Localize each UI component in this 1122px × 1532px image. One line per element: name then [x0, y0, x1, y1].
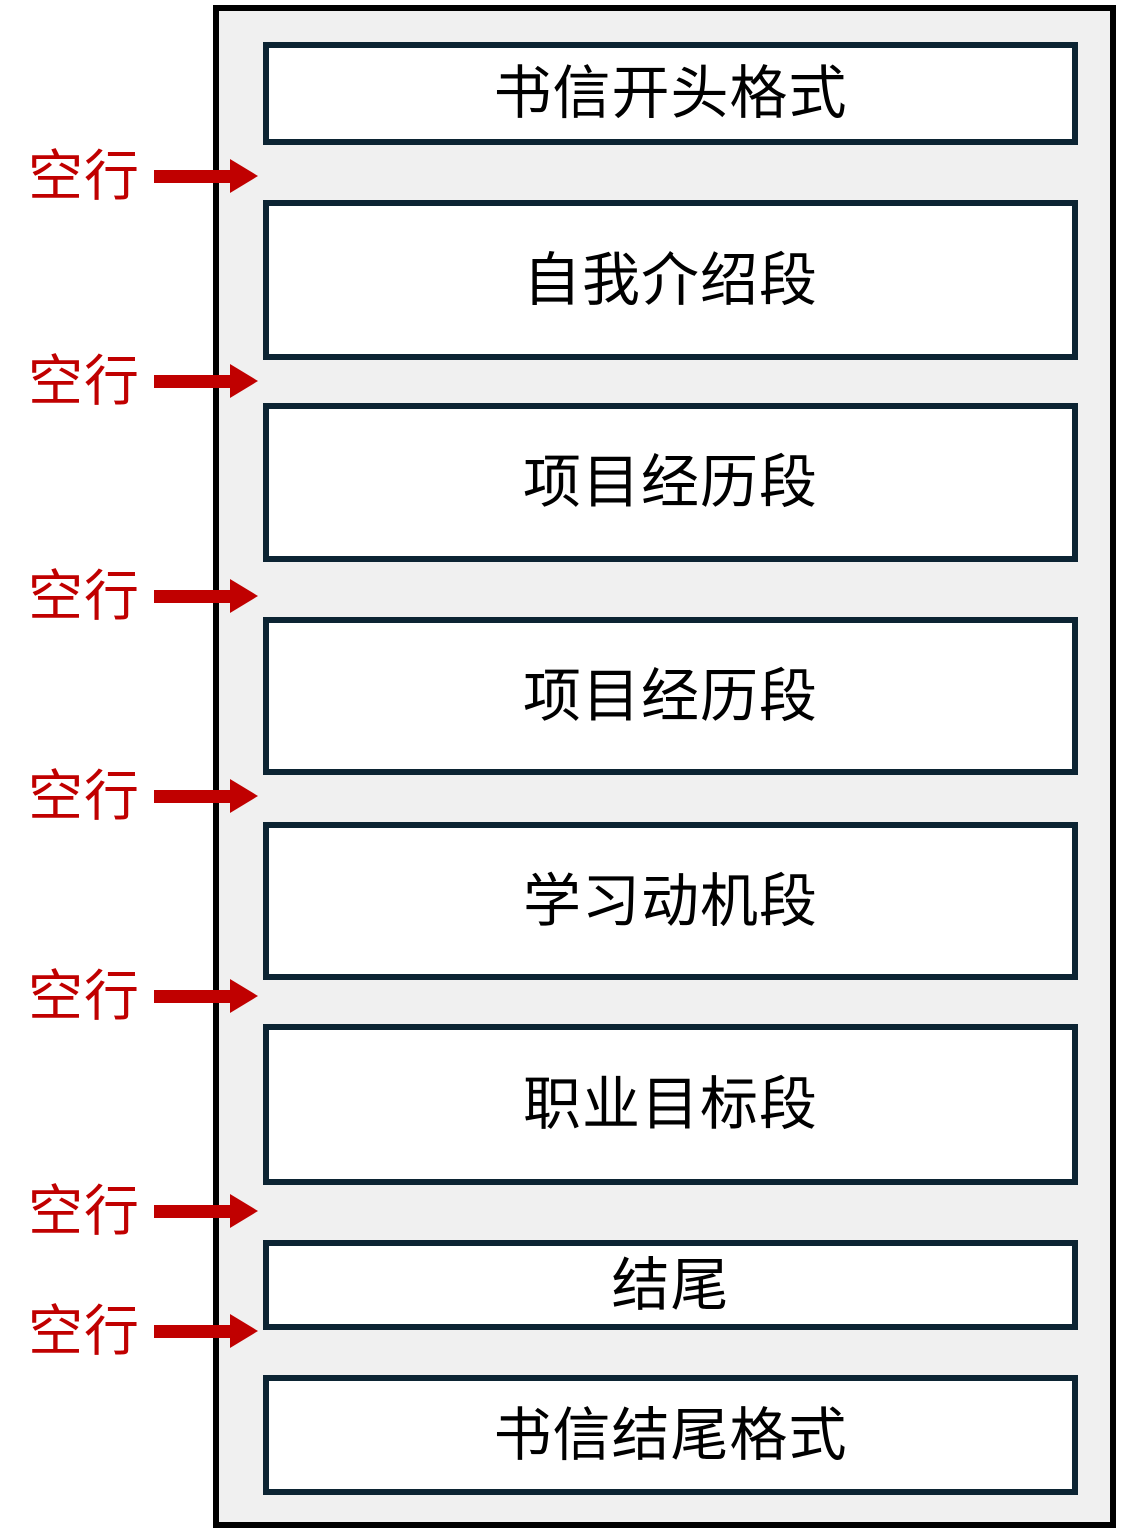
- arrow-shaft: [154, 1324, 235, 1338]
- arrow-head: [230, 978, 259, 1013]
- arrow-right-icon: [154, 363, 259, 398]
- section-box-study-motivation[interactable]: 学习动机段: [263, 822, 1078, 980]
- section-label: 项目经历段: [522, 661, 818, 730]
- arrow-head: [230, 578, 259, 613]
- section-box-letter-ending[interactable]: 书信结尾格式: [263, 1375, 1078, 1495]
- arrow-right-icon: [154, 978, 259, 1013]
- arrow-shaft: [154, 169, 235, 183]
- blank-line-annotation-2: 空行: [28, 348, 259, 413]
- blank-line-label: 空行: [28, 1178, 141, 1243]
- arrow-shaft: [154, 589, 235, 603]
- arrow-shaft: [154, 374, 235, 388]
- blank-line-label: 空行: [28, 1298, 141, 1363]
- blank-line-label: 空行: [28, 763, 141, 828]
- section-label: 自我介绍段: [522, 245, 818, 314]
- arrow-right-icon: [154, 158, 259, 193]
- arrow-head: [230, 778, 259, 813]
- section-label: 职业目标段: [522, 1070, 818, 1139]
- section-label: 结尾: [611, 1250, 730, 1319]
- section-box-project-experience-1[interactable]: 项目经历段: [263, 403, 1078, 562]
- blank-line-label: 空行: [28, 348, 141, 413]
- blank-line-label: 空行: [28, 563, 141, 628]
- arrow-right-icon: [154, 1193, 259, 1228]
- section-label: 书信开头格式: [493, 59, 848, 128]
- arrow-head: [230, 1313, 259, 1348]
- arrow-head: [230, 158, 259, 193]
- blank-line-label: 空行: [28, 143, 141, 208]
- arrow-shaft: [154, 1204, 235, 1218]
- arrow-head: [230, 363, 259, 398]
- section-label: 书信结尾格式: [493, 1400, 848, 1469]
- section-box-letter-opening[interactable]: 书信开头格式: [263, 42, 1078, 145]
- blank-line-annotation-7: 空行: [28, 1298, 259, 1363]
- arrow-shaft: [154, 989, 235, 1003]
- blank-line-annotation-6: 空行: [28, 1178, 259, 1243]
- blank-line-annotation-3: 空行: [28, 563, 259, 628]
- arrow-shaft: [154, 789, 235, 803]
- section-label: 学习动机段: [522, 866, 818, 935]
- section-box-self-introduction[interactable]: 自我介绍段: [263, 200, 1078, 360]
- section-label: 项目经历段: [522, 448, 818, 517]
- section-box-closing[interactable]: 结尾: [263, 1240, 1078, 1330]
- arrow-right-icon: [154, 1313, 259, 1348]
- blank-line-annotation-5: 空行: [28, 963, 259, 1028]
- blank-line-label: 空行: [28, 963, 141, 1028]
- blank-line-annotation-1: 空行: [28, 143, 259, 208]
- blank-line-annotation-4: 空行: [28, 763, 259, 828]
- section-box-project-experience-2[interactable]: 项目经历段: [263, 617, 1078, 775]
- arrow-right-icon: [154, 578, 259, 613]
- section-box-career-goal[interactable]: 职业目标段: [263, 1024, 1078, 1185]
- arrow-right-icon: [154, 778, 259, 813]
- arrow-head: [230, 1193, 259, 1228]
